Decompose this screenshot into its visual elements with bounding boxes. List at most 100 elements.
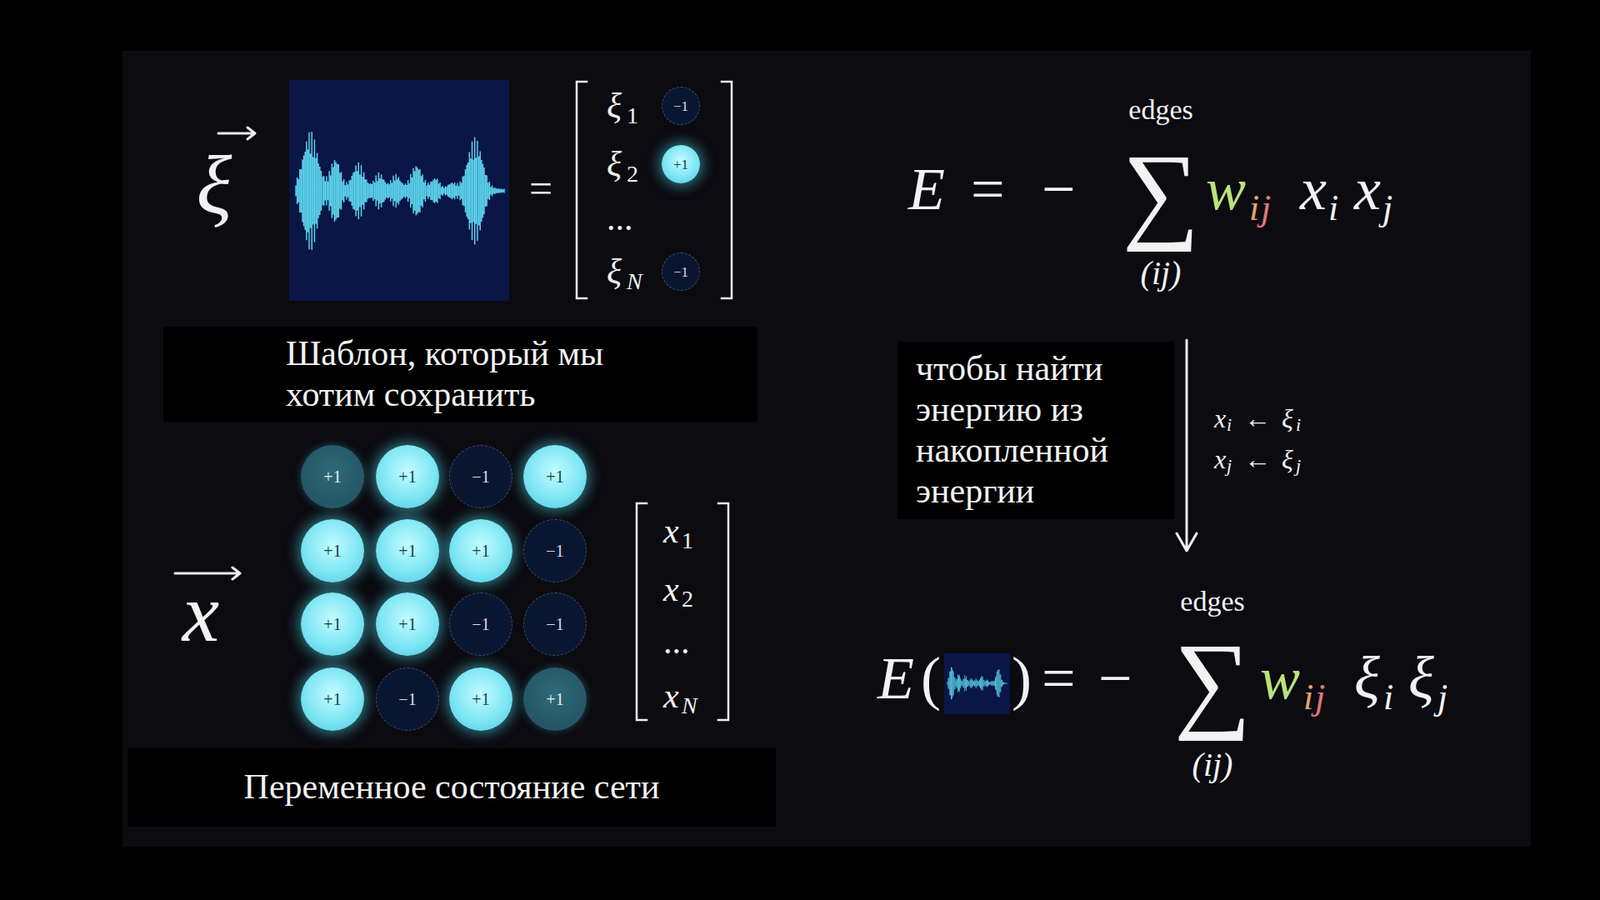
vector-bracket [721,81,732,299]
waveform-frame-small [944,653,1010,715]
weight-symbol: w [1205,159,1246,220]
state-value: +1 [471,690,490,708]
math-operator: = [529,167,553,210]
math-symbol: ξ [1354,648,1380,709]
math-subscript: 2 [626,162,639,186]
math-subscript: j [1315,679,1325,716]
math-symbol: ξ [1408,648,1435,709]
waveform-frame [289,80,510,301]
vector-bracket [576,81,587,299]
neuron-circle: +1 [300,592,365,656]
caption-box: Переменное состояние сети [127,748,776,827]
waveform-trace [947,667,1007,700]
state-value: −1 [545,542,564,560]
math-subscript: j [1226,456,1232,475]
neuron-circle: +1 [375,592,440,656]
math-subscript: j [1382,190,1393,227]
neuron-circle: +1 [300,667,365,731]
vector-bracket [636,503,647,720]
math-symbol: E [908,159,945,220]
note-box: чтобы найти энергию из накопленной энерг… [897,341,1175,520]
math-subscript: i [1328,190,1339,227]
waveform-small [947,667,1007,700]
math-subscript: j [1260,190,1271,227]
weight-symbol: w [1260,648,1300,709]
neuron-circle: +1 [449,667,513,731]
state-value: +1 [323,542,341,560]
caption-text: Шаблон, который мы хотим сохранить [285,333,670,415]
math-subscript: i [1295,415,1301,435]
sum-sign: ∑ [1122,137,1200,246]
state-value: +1 [323,690,341,708]
vector-symbol: x [182,571,220,655]
caption-box: Шаблон, который мы хотим сохранить [163,326,758,422]
math-subscript: j [1437,679,1448,716]
sum-index: (ij) [1140,256,1182,290]
state-value: +1 [398,615,416,633]
state-circle: +1 [661,145,700,184]
math-subscript: N [681,694,698,718]
math-subscript: i [1249,190,1260,227]
neuron-circle: +1 [375,445,440,509]
state-value: +1 [398,468,416,485]
caption-text: чтобы найти энергию из накопленной энерг… [915,348,1158,513]
math-symbol: x [663,513,680,549]
vector-symbol: ξ [196,143,233,227]
math-operator: − [1041,159,1076,220]
math-symbol: x [663,678,680,714]
math-symbol: ξ [606,254,622,290]
math-paren: ) [1011,648,1032,709]
state-value: +1 [398,542,416,560]
math-symbol: x [1214,405,1226,432]
vector-bracket [718,503,729,720]
math-symbol: ξ [1281,405,1294,432]
substitution-arrow [1176,340,1197,551]
math-ellipsis: ... [663,624,690,660]
math-subscript: j [1295,456,1301,475]
neuron-circle: +1 [523,445,587,509]
math-subscript: i [1383,679,1394,716]
math-ellipsis: ... [606,200,634,236]
state-value: +1 [545,690,564,708]
neuron-circle: −1 [449,445,513,509]
state-value: −1 [545,615,564,633]
waveform-trace [295,131,505,250]
neuron-circle: +1 [375,519,440,583]
math-subscript: i [1226,415,1232,435]
state-value: −1 [673,265,689,280]
state-value: +1 [471,542,490,560]
math-operator: − [1098,648,1133,709]
math-symbol: x [663,571,680,607]
math-subscript: 1 [681,529,694,553]
slide-panel [122,50,1531,847]
waveform [295,131,505,250]
math-symbol: E [877,648,915,709]
caption-text: Переменное состояние сети [244,766,660,808]
sum-limit: edges [1128,95,1193,125]
state-value: −1 [673,99,689,114]
math-operator: = [970,159,1005,220]
math-symbol: x [1354,159,1381,220]
neuron-circle: +1 [449,519,513,583]
state-value: +1 [545,468,564,485]
sum-limit: edges [1180,587,1245,616]
vector-arrow [218,127,255,140]
state-value: −1 [398,690,416,708]
math-symbol: ξ [1281,445,1294,473]
math-paren: ( [920,648,941,709]
sum-sign: ∑ [1174,626,1252,735]
math-symbol: ξ [606,146,622,182]
math-symbol: x [1214,445,1226,473]
neuron-circle: +1 [523,667,587,731]
state-value: +1 [323,468,341,485]
math-operator: = [1041,648,1076,709]
math-subscript: 1 [626,104,639,128]
state-value: −1 [471,468,490,485]
math-symbol: ξ [606,88,622,124]
neuron-circle: −1 [523,592,587,656]
neuron-circle: −1 [449,592,513,656]
math-operator: ← [1244,445,1271,473]
neuron-circle: +1 [300,445,365,509]
neuron-circle: +1 [300,519,365,583]
state-value: +1 [323,615,341,633]
